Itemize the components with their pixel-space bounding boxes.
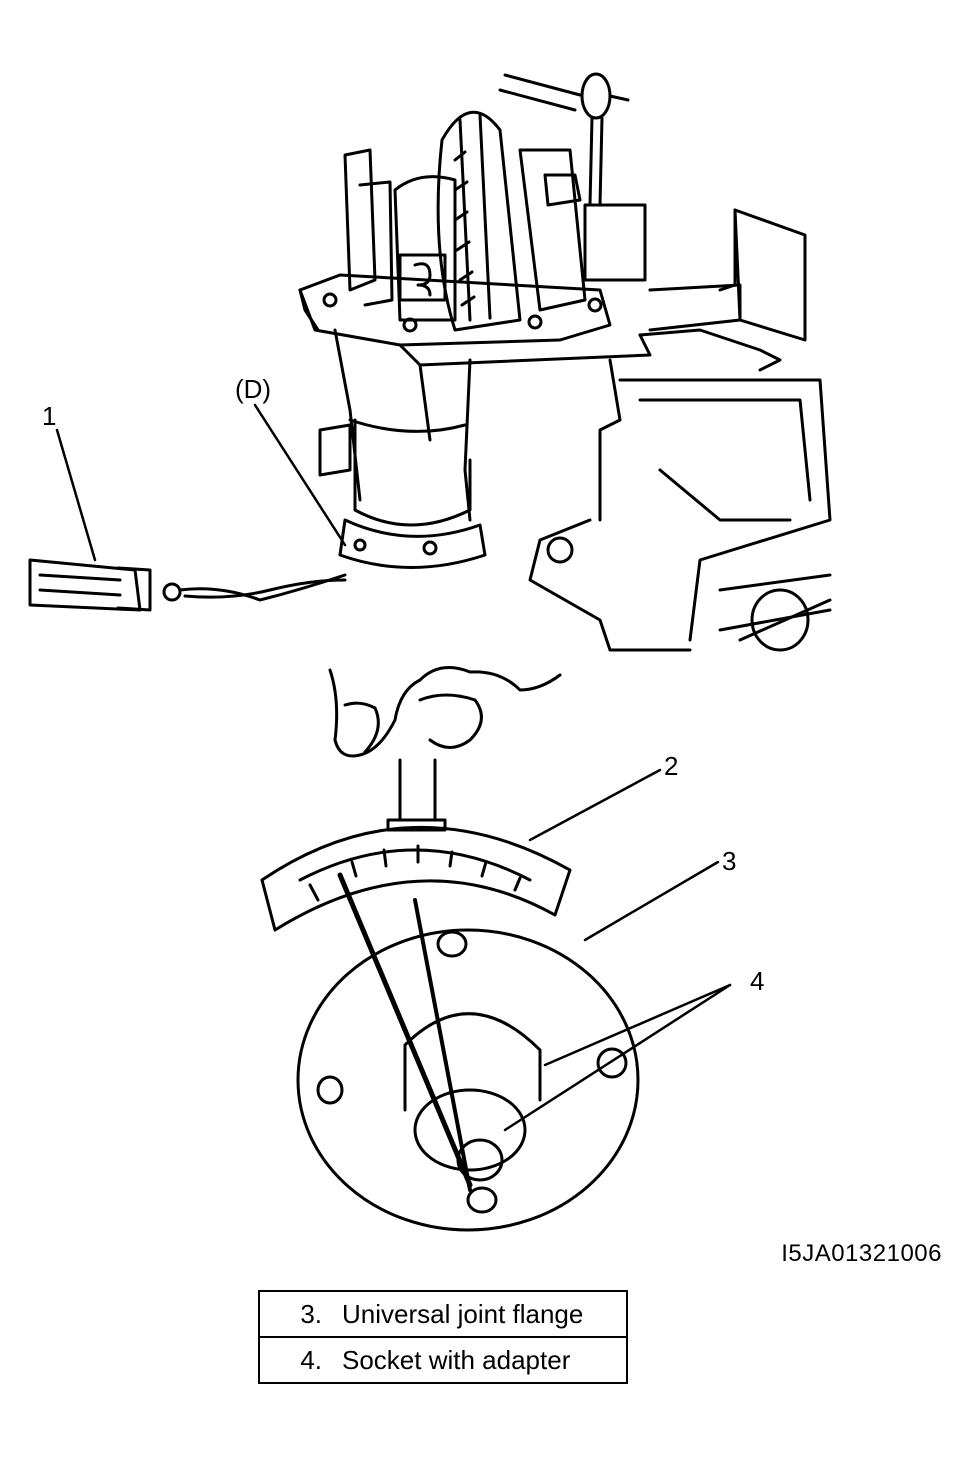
legend-number: 4. xyxy=(300,1344,322,1375)
figure-code: I5JA01321006 xyxy=(781,1240,942,1267)
legend-number: 3. xyxy=(300,1298,322,1329)
callout-4: 4 xyxy=(750,966,764,996)
leader-lines xyxy=(55,403,732,1132)
legend-row: 3. Universal joint flange xyxy=(260,1292,626,1338)
torque-wrench-assembly xyxy=(260,666,640,1232)
legend-row: 4. Socket with adapter xyxy=(260,1338,626,1382)
callout-3: 3 xyxy=(722,846,736,876)
legend-label: Universal joint flange xyxy=(342,1298,584,1329)
callout-1: 1 xyxy=(42,401,56,431)
legend-label: Socket with adapter xyxy=(342,1344,571,1375)
spring-scale xyxy=(28,558,347,612)
differential-assembly xyxy=(298,72,832,652)
callout-d: (D) xyxy=(235,374,271,404)
callout-2: 2 xyxy=(664,751,678,781)
legend-table: 3. Universal joint flange 4. Socket with… xyxy=(258,1290,628,1384)
